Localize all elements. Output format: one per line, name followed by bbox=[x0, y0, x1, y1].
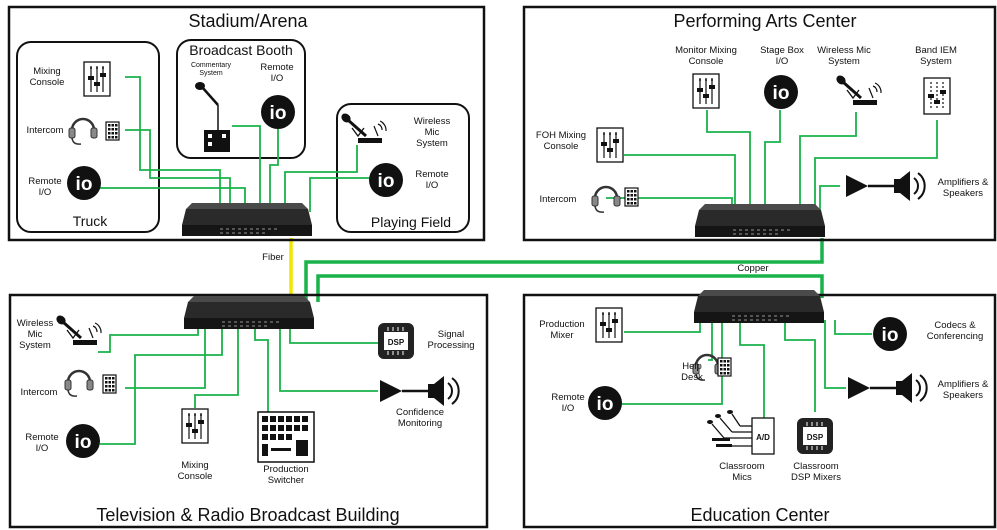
ad-glyph: A/D bbox=[756, 433, 770, 442]
truck-mixing-console-icon bbox=[83, 61, 111, 97]
commentary-system-icon bbox=[195, 82, 230, 152]
truck-io-glyph: io bbox=[76, 174, 93, 195]
commentary-system-label: Commentary System bbox=[190, 62, 232, 78]
fiber-label: Fiber bbox=[262, 252, 284, 263]
stadium-title: Stadium/Arena bbox=[188, 11, 308, 31]
field-label: Playing Field bbox=[370, 214, 452, 230]
classroom-dsp-glyph: DSP bbox=[807, 433, 824, 442]
tv-mixing-console-icon bbox=[181, 408, 209, 444]
truck-label: Truck bbox=[72, 213, 108, 229]
edu-amplifiers-label: Amplifiers & Speakers bbox=[937, 379, 989, 401]
production-mixer-label: Production Mixer bbox=[539, 319, 585, 341]
tv-title: Television & Radio Broadcast Building bbox=[96, 505, 400, 525]
confidence-monitoring-label: Confidence Monitoring bbox=[395, 407, 445, 429]
codecs-label: Codecs & Conferencing bbox=[926, 320, 984, 342]
tv-io-glyph: io bbox=[75, 432, 92, 453]
tv-remote-io-label: Remote I/O bbox=[25, 432, 59, 454]
tv-mixing-console-label: Mixing Console bbox=[177, 460, 213, 482]
edu-amplifier-speaker-icon bbox=[846, 371, 928, 405]
pac-wireless-mic-label: Wireless Mic System bbox=[817, 45, 871, 67]
copper-link-pac bbox=[304, 238, 824, 302]
edu-switch bbox=[694, 290, 824, 323]
help-desk-label: Help Desk bbox=[681, 361, 703, 383]
field-box bbox=[336, 103, 470, 233]
copper-label: Copper bbox=[737, 263, 769, 274]
edu-cables bbox=[622, 320, 872, 418]
booth-label: Broadcast Booth bbox=[189, 42, 293, 58]
stadium-cables bbox=[100, 76, 380, 212]
edu-remote-io-glyph: io bbox=[597, 394, 614, 415]
stage-box-io-glyph: io bbox=[773, 83, 790, 104]
band-iem-label: Band IEM System bbox=[915, 45, 957, 67]
codecs-io-glyph: io bbox=[882, 325, 899, 346]
pac-wireless-mic-icon bbox=[833, 72, 883, 107]
truck-remote-io-label: Remote I/O bbox=[28, 176, 62, 198]
classroom-dsp-label: Classroom DSP Mixers bbox=[791, 461, 841, 483]
stadium-switch bbox=[182, 203, 312, 236]
monitor-mixing-label: Monitor Mixing Console bbox=[675, 45, 737, 67]
booth-box bbox=[176, 39, 306, 159]
monitor-mixing-console-icon bbox=[692, 73, 720, 109]
tv-wireless-mic-icon bbox=[53, 312, 103, 347]
field-wireless-mic-label: Wireless Mic System bbox=[413, 116, 451, 149]
field-remote-io-label: Remote I/O bbox=[415, 169, 449, 191]
help-desk-keypad-icon bbox=[717, 357, 732, 377]
field-wireless-mic-icon bbox=[338, 110, 388, 145]
booth-io-glyph: io bbox=[270, 103, 287, 124]
tv-switch bbox=[184, 296, 314, 329]
pac-title: Performing Arts Center bbox=[673, 11, 857, 31]
tv-box bbox=[8, 293, 489, 529]
copper-link-edu bbox=[316, 274, 824, 302]
tv-intercom-label: Intercom bbox=[20, 387, 58, 398]
field-io-glyph: io bbox=[378, 171, 395, 192]
truck-box bbox=[16, 41, 160, 233]
production-switcher-label: Production Switcher bbox=[263, 464, 309, 486]
stadium-box bbox=[7, 5, 486, 242]
foh-mixing-label: FOH Mixing Console bbox=[535, 130, 587, 152]
pac-amplifiers-label: Amplifiers & Speakers bbox=[937, 177, 989, 199]
tv-wireless-mic-label: Wireless Mic System bbox=[16, 318, 54, 351]
pac-cables bbox=[606, 110, 938, 212]
booth-remote-io-label: Remote I/O bbox=[260, 62, 294, 84]
pac-box bbox=[522, 5, 997, 242]
tv-cables bbox=[98, 322, 378, 445]
production-mixer-icon bbox=[595, 307, 623, 343]
pac-amplifier-speaker-icon bbox=[844, 169, 926, 203]
classroom-mics-label: Classroom Mics bbox=[719, 461, 765, 483]
signal-processing-label: Signal Processing bbox=[427, 329, 475, 351]
stage-box-label: Stage Box I/O bbox=[760, 45, 804, 67]
truck-mixing-console-label: Mixing Console bbox=[29, 66, 65, 88]
tv-confidence-monitor-icon bbox=[378, 374, 460, 408]
truck-intercom-headset-icon bbox=[67, 117, 99, 146]
foh-mixing-console-icon bbox=[596, 127, 624, 163]
truck-intercom-keypad-icon bbox=[105, 121, 120, 141]
pac-intercom-headset-icon bbox=[590, 185, 622, 214]
classroom-mics-icon bbox=[707, 410, 775, 455]
edu-title: Education Center bbox=[690, 505, 830, 525]
production-switcher-icon bbox=[257, 411, 315, 463]
tv-dsp-glyph: DSP bbox=[388, 338, 405, 347]
edu-remote-io-label: Remote I/O bbox=[551, 392, 585, 414]
truck-intercom-label: Intercom bbox=[26, 125, 64, 136]
pac-intercom-label: Intercom bbox=[539, 194, 577, 205]
band-iem-system-icon bbox=[923, 77, 951, 115]
pac-intercom-keypad-icon bbox=[624, 187, 639, 207]
pac-switch bbox=[695, 204, 825, 237]
tv-intercom-headset-icon bbox=[63, 369, 95, 398]
tv-intercom-keypad-icon bbox=[102, 374, 117, 394]
